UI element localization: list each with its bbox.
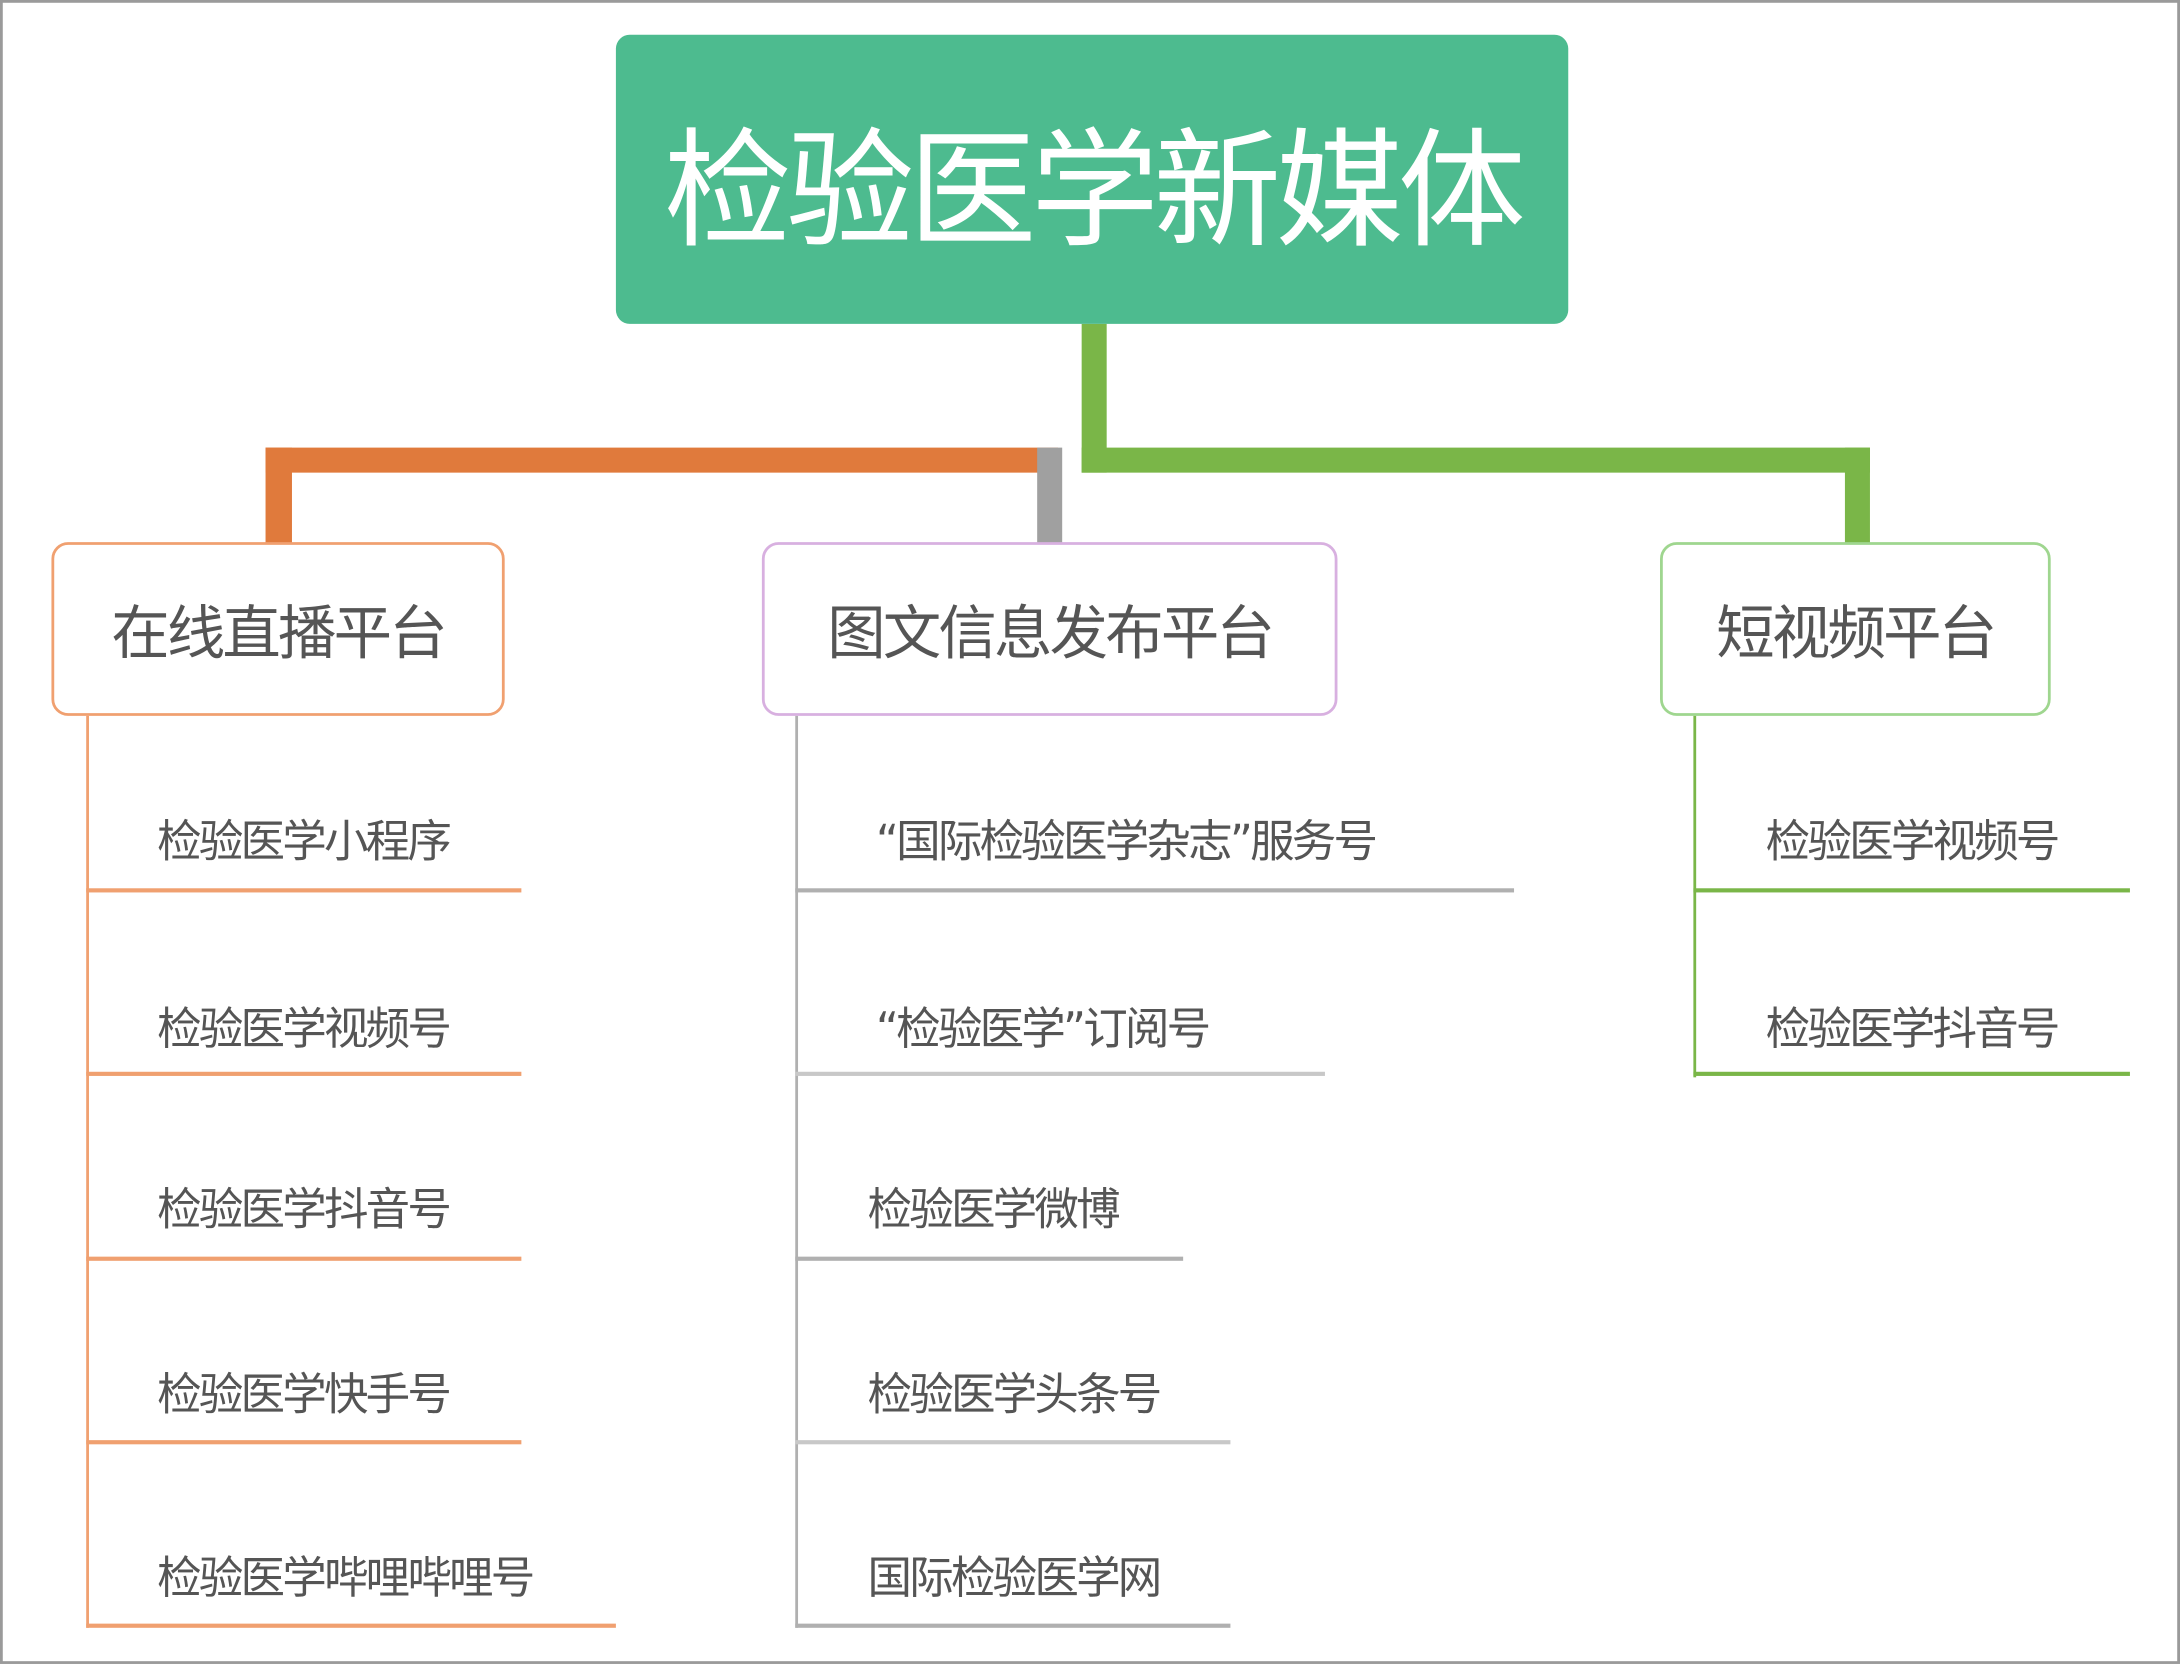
list-item[interactable]: 检验医学微博	[867, 1182, 1121, 1236]
connector-gray-v	[1037, 447, 1063, 545]
item-underline	[795, 1623, 1231, 1628]
list-item[interactable]: 检验医学视频号	[157, 1002, 452, 1056]
item-underline	[86, 1623, 616, 1628]
branch-video-line	[1693, 715, 1697, 1078]
connector-orange-h	[265, 447, 1059, 473]
item-underline	[795, 1256, 1184, 1261]
list-item[interactable]: 检验医学抖音号	[157, 1182, 452, 1236]
list-item[interactable]: 检验医学视频号	[1765, 814, 2061, 868]
item-underline	[86, 888, 522, 893]
item-underline	[1693, 888, 2130, 893]
item-underline	[1693, 1071, 2130, 1076]
item-underline	[795, 888, 1515, 893]
list-item[interactable]: 国际检验医学网	[867, 1551, 1163, 1605]
list-item[interactable]: 检验医学抖音号	[1765, 1002, 2061, 1056]
connector-orange-v	[265, 447, 292, 545]
list-item[interactable]: 检验医学哔哩哔哩号	[157, 1551, 535, 1605]
item-underline	[86, 1440, 522, 1445]
item-underline	[86, 1256, 522, 1261]
list-item[interactable]: “国际检验医学杂志”服务号	[875, 814, 1378, 868]
list-item[interactable]: 检验医学快手号	[157, 1367, 452, 1421]
item-underline	[795, 1071, 1325, 1076]
root-node[interactable]: 检验医学新媒体	[615, 34, 1569, 324]
branch-short-video[interactable]: 短视频平台	[1660, 542, 2051, 716]
list-item[interactable]: 检验医学小程序	[157, 814, 452, 868]
item-underline	[86, 1071, 522, 1076]
branch-live-line	[86, 715, 89, 1628]
item-underline	[795, 1440, 1231, 1445]
branch-graphic-publishing[interactable]: 图文信息发布平台	[761, 542, 1338, 716]
list-item[interactable]: 检验医学头条号	[867, 1367, 1163, 1421]
connector-green-v	[1844, 447, 1870, 545]
list-item[interactable]: “检验医学”订阅号	[875, 1002, 1211, 1056]
connector-green-h	[1081, 447, 1870, 473]
branch-graphic-line	[795, 715, 799, 1628]
branch-live-streaming[interactable]: 在线直播平台	[51, 542, 505, 716]
